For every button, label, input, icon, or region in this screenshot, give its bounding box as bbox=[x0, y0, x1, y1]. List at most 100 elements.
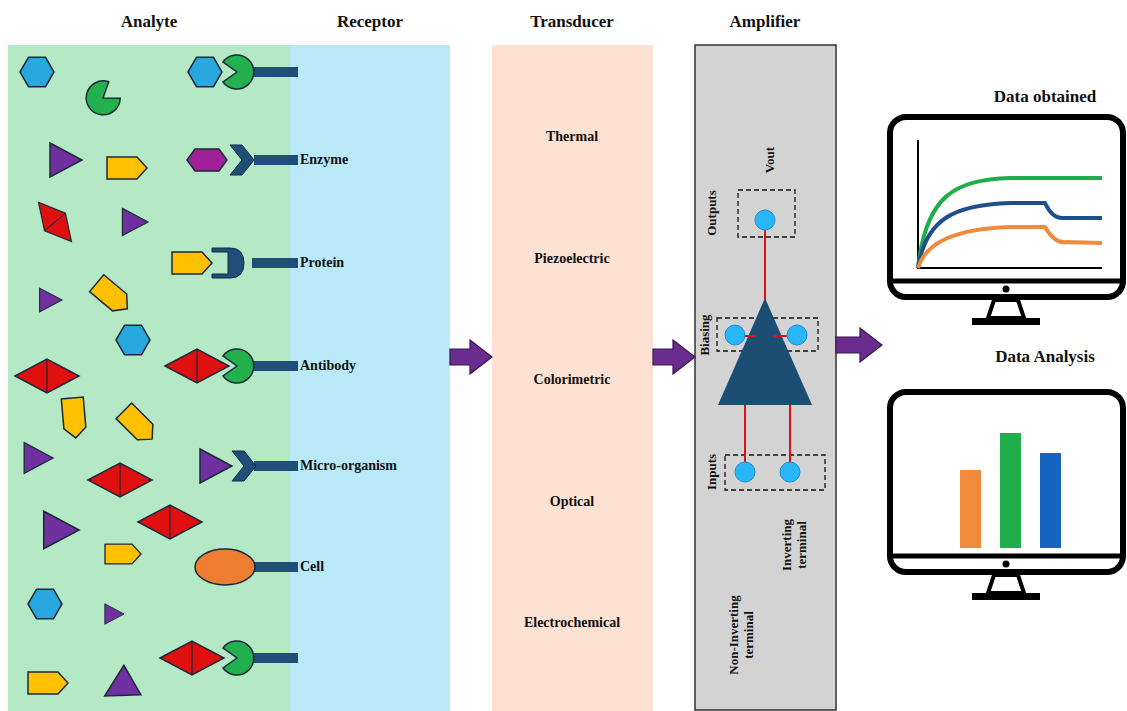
green-bar bbox=[1000, 433, 1021, 548]
receptor-stick bbox=[254, 155, 298, 165]
panel-heading: Receptor bbox=[337, 12, 403, 32]
blue-bar bbox=[1040, 453, 1061, 548]
analyte-diamond bbox=[165, 349, 229, 383]
monitor-frame bbox=[890, 117, 1123, 297]
protein-receptor bbox=[212, 248, 244, 278]
terminal-dot bbox=[787, 325, 807, 345]
analyte-panel bbox=[8, 45, 290, 711]
receptor-panel: ReceptorEnzymeProteinAntibodyMicro-organ… bbox=[290, 45, 450, 711]
analyte-triangle bbox=[105, 604, 124, 624]
analyte-pentagon bbox=[28, 672, 68, 694]
monitor-dot bbox=[1003, 286, 1010, 293]
pin-group-name: Outputs bbox=[705, 190, 720, 236]
receptor-stick bbox=[252, 361, 298, 371]
monitor-bezel bbox=[893, 554, 1120, 559]
pin-name: Inverting terminal bbox=[780, 500, 810, 590]
monitor-bezel bbox=[893, 279, 1120, 284]
analyte-triangle bbox=[24, 443, 53, 474]
pin-name: Non-Inverting terminal bbox=[727, 579, 757, 691]
input-wire bbox=[744, 405, 746, 464]
analyte-triangle bbox=[40, 288, 62, 312]
receptor-pacman bbox=[223, 55, 254, 89]
monitor-title: Data Analysis bbox=[995, 347, 1095, 367]
green-curve bbox=[918, 178, 1102, 268]
receptor-label: Enzyme bbox=[300, 152, 348, 168]
monitor-dot bbox=[1003, 561, 1010, 568]
receptor-label: Protein bbox=[300, 255, 344, 271]
panel-heading: Analyte bbox=[121, 12, 178, 32]
monitor-stand bbox=[988, 300, 1024, 318]
receptor-stick bbox=[252, 258, 298, 268]
bias-wire bbox=[774, 335, 788, 337]
orange-bar bbox=[960, 470, 981, 548]
receptor-pacman bbox=[223, 641, 254, 675]
amplifier-panel bbox=[695, 45, 836, 710]
blue-curve bbox=[918, 203, 1102, 268]
monitor-frame bbox=[890, 392, 1123, 572]
output-wire bbox=[764, 228, 766, 300]
receptor-label: Cell bbox=[300, 559, 324, 575]
terminal-dot bbox=[735, 462, 755, 482]
receptor-stick bbox=[252, 562, 298, 572]
block-arrow bbox=[836, 328, 882, 362]
transducer-type: Electrochemical bbox=[524, 615, 620, 631]
cell-receptor bbox=[195, 549, 255, 585]
dashed-box bbox=[738, 190, 795, 237]
amplifier-panel: AmplifierVoutOutputsBiasingInputsNon-Inv… bbox=[695, 45, 836, 711]
analyte-hexagon bbox=[116, 325, 150, 354]
analyte-pacman bbox=[80, 76, 125, 121]
receptor-panel bbox=[290, 45, 450, 711]
monitor-base bbox=[972, 593, 1040, 600]
receptor-label: Micro-organism bbox=[300, 458, 397, 474]
analyte-triangle bbox=[200, 449, 232, 483]
block-arrow bbox=[653, 340, 695, 374]
analyte-hexagon bbox=[20, 57, 54, 86]
analyte-triangle bbox=[122, 208, 148, 235]
transducer-panel bbox=[492, 45, 653, 711]
chart-axes bbox=[918, 140, 1102, 268]
dashed-box bbox=[725, 455, 825, 490]
transducer-type: Optical bbox=[550, 494, 594, 510]
terminal-dot bbox=[780, 462, 800, 482]
opamp-triangle bbox=[718, 298, 812, 405]
analyte-triangle bbox=[50, 143, 82, 177]
bias-wire bbox=[744, 335, 756, 337]
microorganism-receptor bbox=[232, 451, 256, 481]
transducer-type: Thermal bbox=[546, 129, 598, 145]
analyte-pentagon bbox=[105, 544, 141, 564]
analyte-pentagon bbox=[61, 397, 86, 439]
panel-heading: Transducer bbox=[530, 12, 614, 32]
analyte-diamond bbox=[160, 641, 224, 675]
transducer-type: Piezoelectric bbox=[534, 251, 609, 267]
receptor-stick bbox=[252, 653, 298, 663]
monitor: Data Analysis bbox=[890, 342, 1127, 610]
monitor: Data obtained bbox=[882, 80, 1127, 355]
antibody-receptor bbox=[223, 349, 254, 383]
analyte-triangle bbox=[44, 511, 79, 548]
analyte-hexagon bbox=[28, 589, 62, 618]
analyte-hexagon bbox=[187, 149, 227, 171]
analyte-diamond bbox=[88, 463, 152, 497]
monitor-title: Data obtained bbox=[994, 87, 1096, 107]
input-wire bbox=[789, 405, 791, 464]
receptor-stick bbox=[252, 67, 298, 77]
monitor-base bbox=[972, 318, 1040, 325]
transducer-panel: TransducerThermalPiezoelectricColorimetr… bbox=[492, 45, 653, 711]
block-arrow bbox=[450, 340, 492, 374]
pin-group-name: Inputs bbox=[705, 454, 720, 490]
orange-curve bbox=[918, 227, 1102, 268]
analyte-pentagon bbox=[107, 157, 147, 179]
analyte-triangle bbox=[96, 665, 141, 710]
receptor-stick bbox=[254, 461, 298, 471]
terminal-dot bbox=[725, 325, 745, 345]
analyte-diamond bbox=[15, 359, 79, 393]
analyte-panel: Analyte bbox=[8, 45, 290, 711]
terminal-dot bbox=[755, 210, 775, 230]
analyte-pentagon bbox=[116, 403, 160, 447]
analyte-hexagon bbox=[188, 57, 222, 86]
enzyme-receptor bbox=[230, 145, 254, 175]
monitor-stand bbox=[988, 575, 1024, 593]
pin-group-name: Biasing bbox=[698, 314, 713, 355]
